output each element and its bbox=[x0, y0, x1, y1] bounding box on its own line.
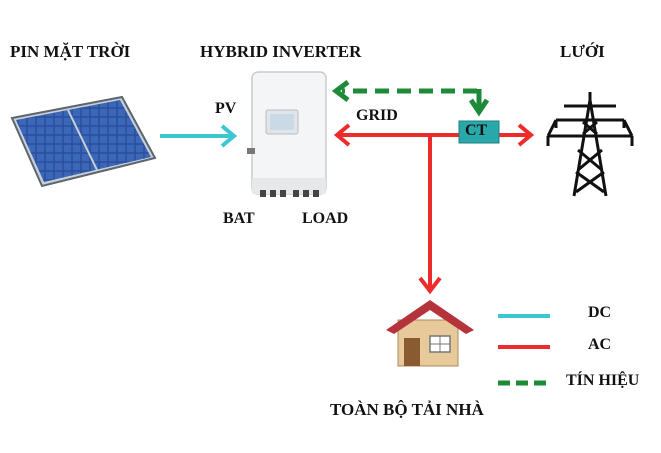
legend-dc-label: DC bbox=[588, 304, 612, 321]
grid-port-label: GRID bbox=[356, 107, 398, 124]
ct-label: CT bbox=[465, 122, 488, 139]
load-port-label: LOAD bbox=[302, 210, 349, 227]
ct-sensor bbox=[458, 120, 500, 144]
signal-line bbox=[331, 80, 490, 117]
transmission-tower-icon bbox=[546, 92, 634, 197]
bat-port-label: BAT bbox=[223, 210, 255, 227]
dc-pv-arrow bbox=[160, 124, 238, 148]
legend-signal-label: TÍN HIỆU bbox=[566, 372, 640, 389]
ac-lines bbox=[333, 123, 535, 295]
hybrid-inverter-icon bbox=[247, 71, 327, 197]
solar-panel-icon bbox=[10, 95, 157, 188]
house-icon bbox=[386, 300, 474, 367]
house-load-title: TOÀN BỘ TẢI NHÀ bbox=[330, 400, 484, 419]
legend-ac-label: AC bbox=[588, 336, 612, 353]
inverter-title: HYBRID INVERTER bbox=[200, 42, 362, 61]
legend bbox=[498, 314, 550, 386]
solar-panel-title: PIN MẶT TRỜI bbox=[10, 42, 131, 61]
pv-port-label: PV bbox=[215, 100, 237, 117]
grid-title: LƯỚI bbox=[560, 42, 605, 61]
